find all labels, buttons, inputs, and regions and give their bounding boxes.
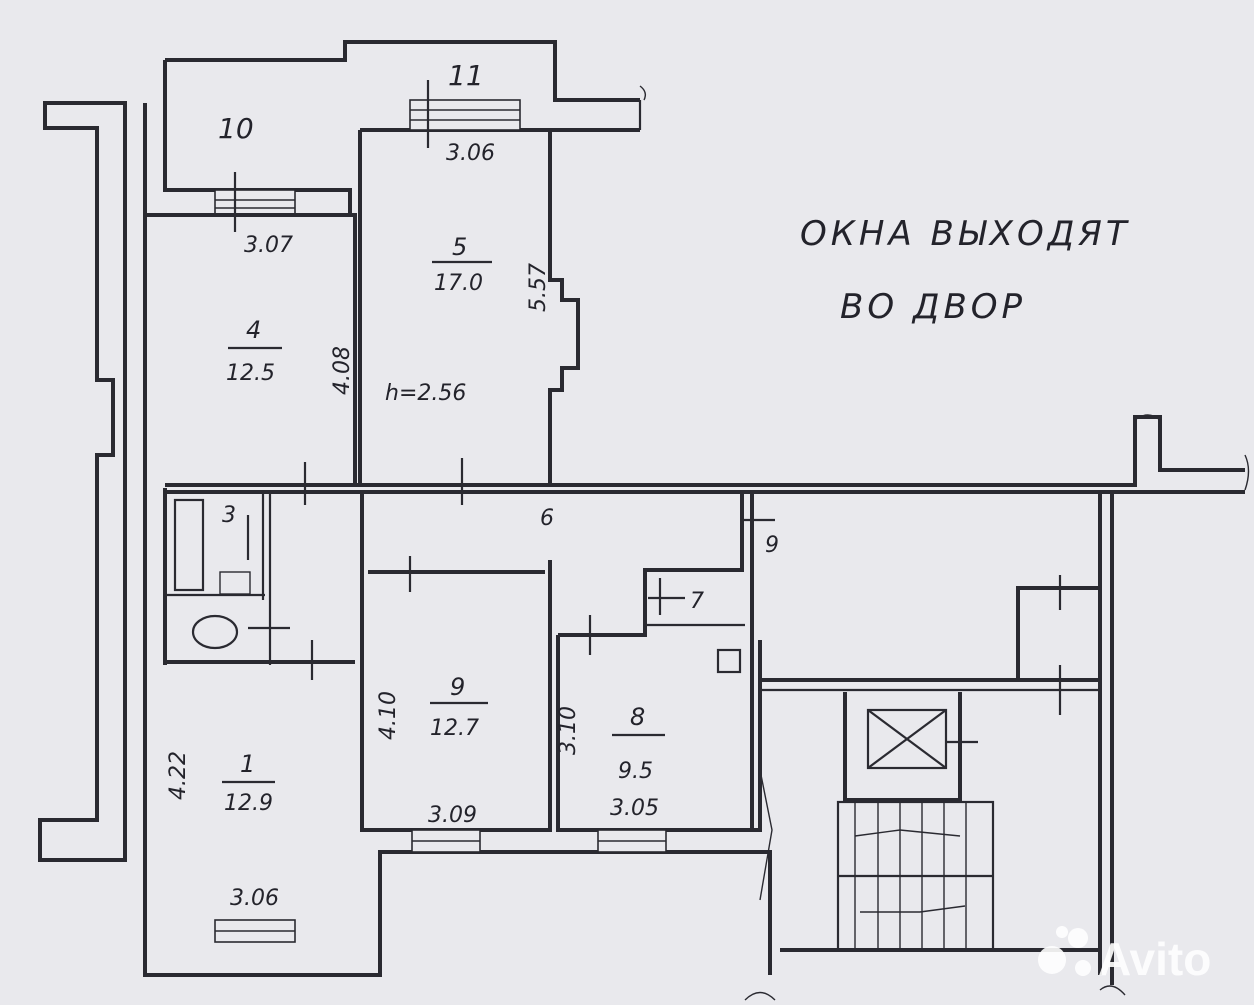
dim-r8-width: 3.05 (610, 796, 659, 821)
dim-r1-width: 3.06 (230, 886, 279, 911)
room-5-number: 5 (452, 233, 467, 261)
room-1-area: 12.9 (224, 791, 273, 816)
avito-logo-icon (1038, 926, 1091, 976)
dim-r8-depth: 3.10 (556, 706, 581, 755)
room-8-area: 9.5 (618, 759, 653, 784)
rooms-4-5-walls (145, 130, 1250, 505)
dim-r9-width: 3.09 (428, 803, 477, 828)
room-11-number: 11 (448, 59, 484, 92)
bathroom-walls (163, 488, 355, 680)
room-9-number: 9 (450, 673, 465, 701)
bathtub-icon (173, 498, 205, 592)
elevator-icon (866, 708, 948, 770)
sink-icon (219, 571, 251, 595)
dim-r9-depth: 4.10 (376, 691, 401, 740)
plan-labels: 10 11 3.06 3.07 5 17.0 5.57 h=2.56 4 12.… (166, 59, 1131, 911)
room-10-number: 10 (218, 112, 254, 145)
room-5-area: 17.0 (434, 271, 483, 296)
note-line2: ВО ДВОР (840, 287, 1026, 327)
room-9-area: 12.7 (430, 716, 479, 741)
dim-ceiling-height: h=2.56 (385, 381, 466, 406)
room-9-hall-number: 9 (765, 533, 779, 558)
toilet-icon (191, 614, 239, 650)
watermark-text: Avito (1098, 933, 1211, 985)
room-7-number: 7 (690, 589, 704, 614)
dim-r4-depth: 4.08 (330, 346, 355, 395)
dim-r4-width: 3.07 (244, 233, 293, 258)
room-4-number: 4 (246, 316, 261, 344)
dim-r5-depth: 5.57 (526, 263, 551, 312)
note-line1: ОКНА ВЫХОДЯТ (800, 214, 1131, 254)
balcony-block (163, 40, 647, 232)
room-4-area: 12.5 (226, 361, 275, 386)
room-3-number: 3 (222, 503, 236, 528)
avito-watermark: Avito (1038, 926, 1211, 985)
room-1-number: 1 (240, 750, 255, 778)
stairwell-walls (744, 492, 1126, 1001)
room-6-number: 6 (540, 506, 554, 531)
dim-r1-depth: 4.22 (166, 751, 191, 800)
dim-r11-width: 3.06 (446, 141, 495, 166)
room-8-number: 8 (630, 703, 645, 731)
left-exterior-wall (38, 101, 382, 977)
central-rooms-walls (214, 492, 775, 975)
